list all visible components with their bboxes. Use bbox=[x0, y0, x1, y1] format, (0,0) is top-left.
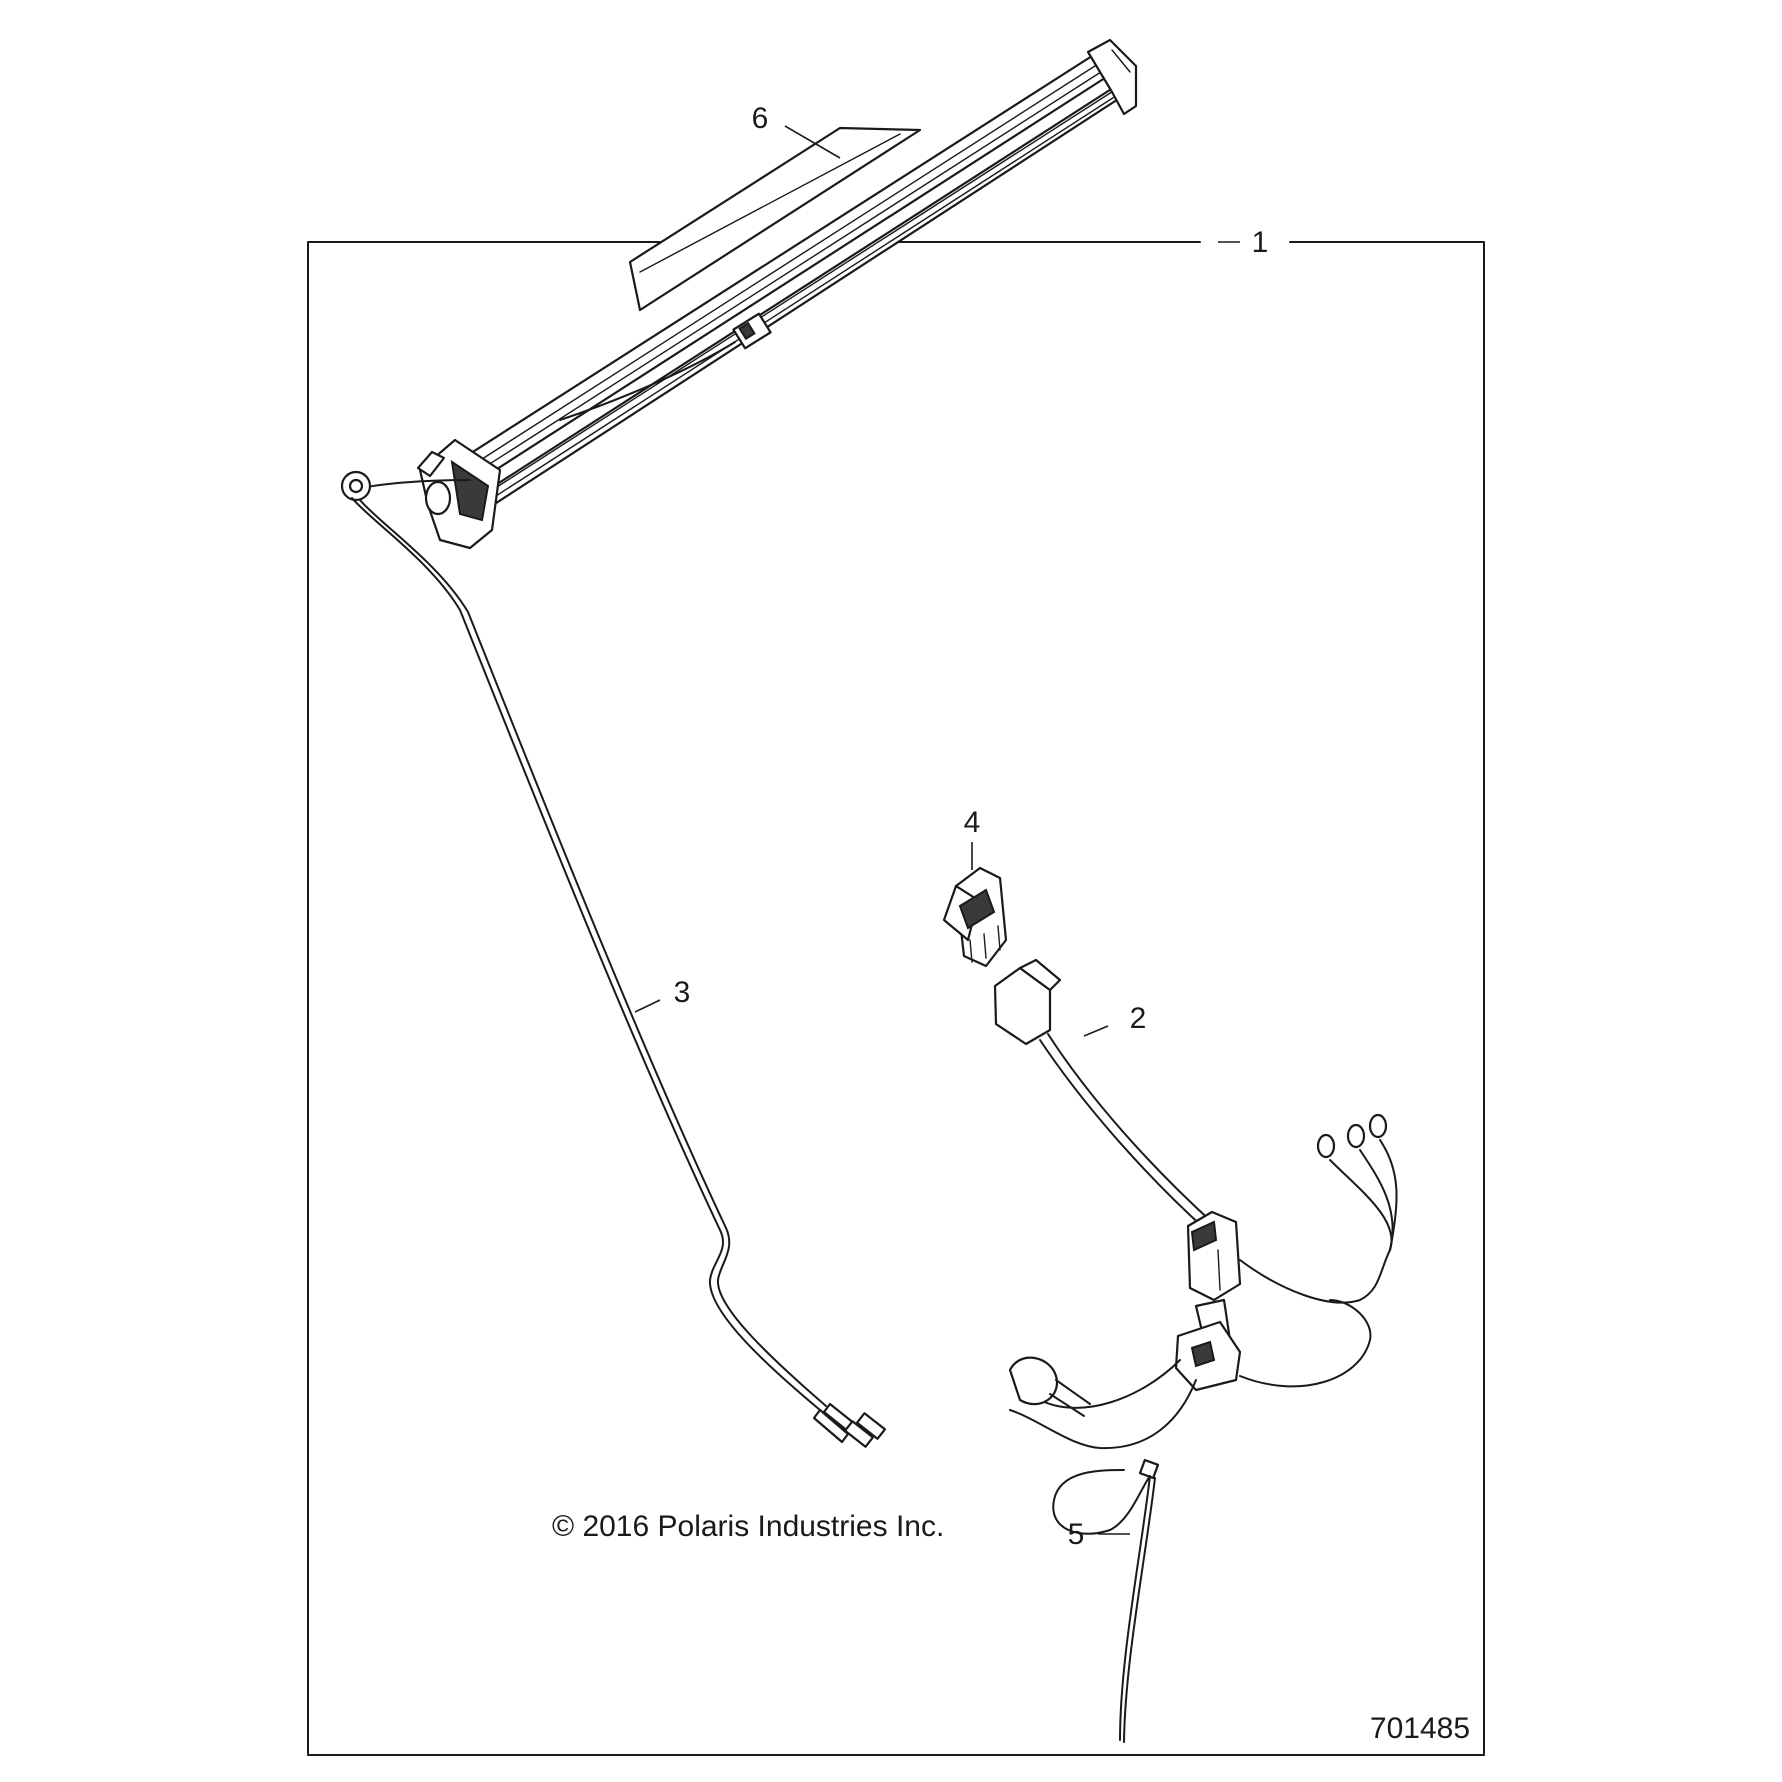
rocker-switch bbox=[942, 866, 1008, 968]
callout-3: 3 bbox=[674, 976, 691, 1009]
leader-lines bbox=[634, 125, 1240, 1535]
harness-3 bbox=[340, 470, 887, 1448]
callout-4: 4 bbox=[964, 806, 981, 839]
figure-number: 701485 bbox=[1370, 1712, 1470, 1745]
light-bar bbox=[416, 38, 1138, 550]
cable-tie bbox=[1052, 1458, 1160, 1743]
harness-2 bbox=[993, 958, 1398, 1450]
kit-frame bbox=[307, 241, 1485, 1756]
callout-5: 5 bbox=[1068, 1518, 1085, 1551]
callout-2: 2 bbox=[1130, 1002, 1147, 1035]
copyright-text: © 2016 Polaris Industries Inc. bbox=[552, 1510, 944, 1543]
callout-6: 6 bbox=[752, 102, 769, 135]
callout-1: 1 bbox=[1252, 226, 1269, 259]
